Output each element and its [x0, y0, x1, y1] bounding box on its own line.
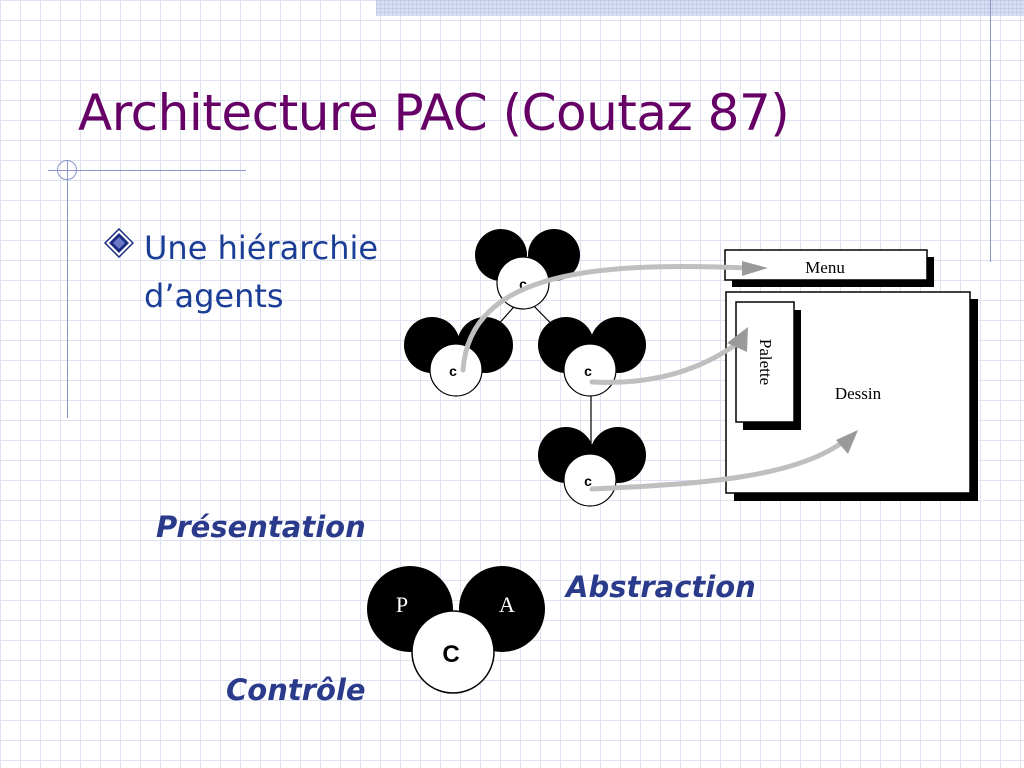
bullet-line-1: Une hiérarchie — [144, 229, 379, 267]
arrowhead-palette — [727, 327, 748, 352]
abstraction-letter: A — [499, 592, 515, 617]
agent-node-label: c — [519, 276, 527, 292]
palette-label: Palette — [756, 339, 775, 385]
presentation-label: Présentation — [156, 510, 366, 544]
diamond-bullet-icon — [104, 228, 134, 258]
bullet-line-2: d’agents — [144, 277, 284, 315]
menu-label: Menu — [805, 258, 845, 277]
agent-node-bottom: c — [538, 427, 646, 507]
arrow-to-palette — [589, 337, 745, 385]
agent-node-label: c — [449, 363, 457, 379]
agent-node-right: c — [538, 317, 646, 397]
left-decorative-line — [67, 160, 68, 418]
arrowheads — [727, 261, 858, 454]
arrow-to-drawing — [589, 435, 851, 492]
control-letter: C — [442, 641, 459, 668]
right-decorative-line — [990, 0, 991, 262]
agent-node-left: c — [404, 317, 513, 397]
corner-ring-ornament — [57, 160, 77, 180]
drawing-label: Dessin — [835, 384, 882, 403]
slide-title: Architecture PAC (Coutaz 87) — [78, 84, 790, 142]
palette-window: Palette — [735, 301, 801, 430]
control-facet — [411, 610, 495, 694]
agent-node-label: c — [584, 473, 592, 489]
arrow-to-menu — [460, 264, 751, 373]
presentation-letter: P — [396, 592, 408, 617]
agent-node-label: c — [584, 363, 592, 379]
agent-node-root: c — [475, 229, 580, 310]
top-decorative-band — [376, 0, 1024, 16]
title-underline — [48, 170, 246, 171]
bullet-text: Une hiérarchie d’agents — [144, 224, 414, 320]
menu-window: Menu — [724, 249, 934, 287]
pac-agent-legend: P A C — [367, 566, 545, 694]
arrowhead-menu — [742, 261, 768, 276]
control-label: Contrôle — [226, 673, 366, 707]
agent-to-view-arrows — [460, 264, 851, 492]
arrowhead-drawing — [836, 430, 858, 454]
abstraction-label: Abstraction — [566, 570, 756, 604]
